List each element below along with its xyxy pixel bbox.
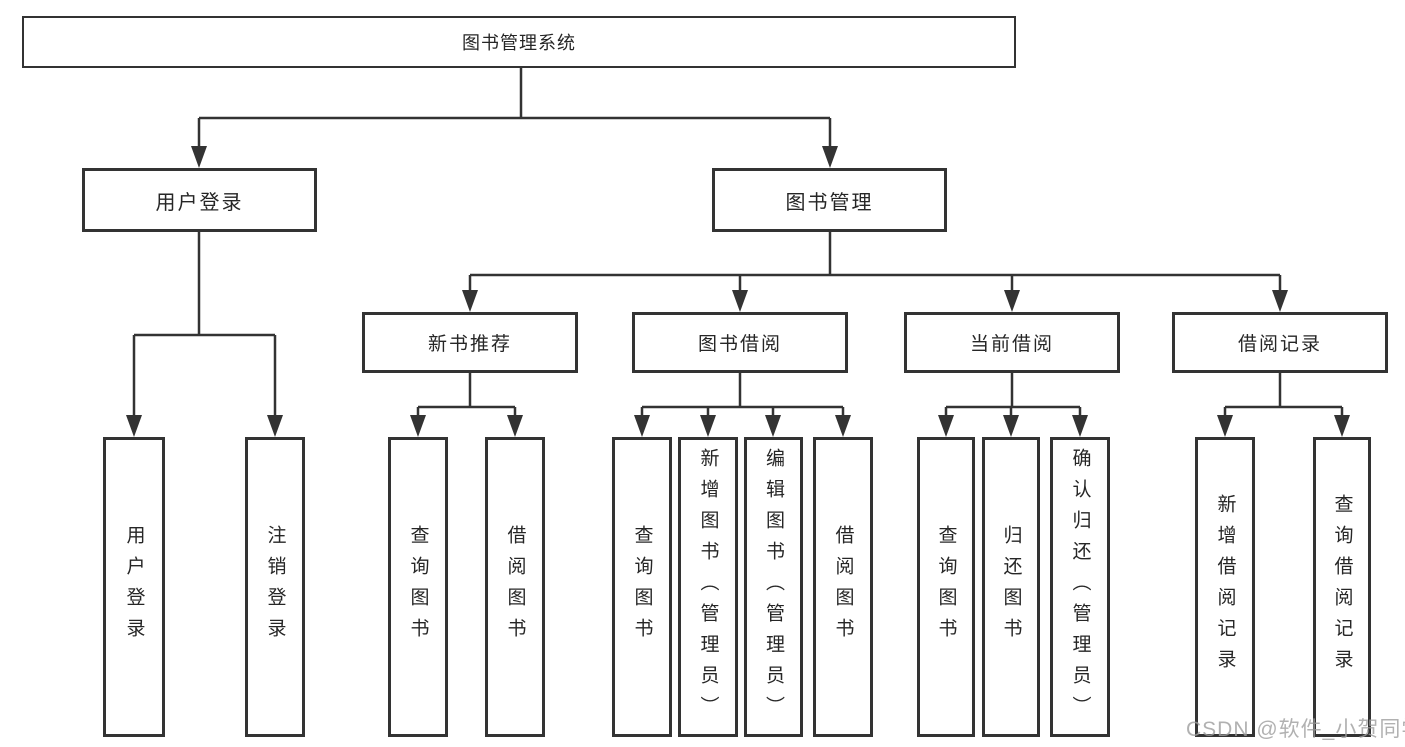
node-label: 图书管理 — [785, 191, 874, 214]
leaf-label: 查询图书 — [407, 525, 429, 649]
leaf-records-add-record: 新增借阅记录 — [1195, 437, 1255, 737]
leaf-current-query-book: 查询图书 — [917, 437, 975, 737]
node-label: 用户登录 — [155, 191, 244, 214]
leaf-label: 归还图书 — [1000, 525, 1022, 649]
leaf-label: 用户登录 — [123, 525, 145, 649]
node-library-management-system: 图书管理系统 — [22, 16, 1016, 68]
leaf-current-return-book: 归还图书 — [982, 437, 1040, 737]
node-book-management: 图书管理 — [712, 168, 947, 232]
leaf-label: 借阅图书 — [832, 525, 854, 649]
leaf-label: 新增借阅记录 — [1214, 494, 1236, 680]
leaf-label: 注销登录 — [264, 525, 286, 649]
leaf-recommend-query-book: 查询图书 — [388, 437, 448, 737]
node-new-book-recommend: 新书推荐 — [362, 312, 578, 373]
leaf-label: 确认归还（管理员） — [1069, 447, 1091, 727]
node-current-borrow: 当前借阅 — [904, 312, 1120, 373]
leaf-current-confirm-return-admin: 确认归还（管理员） — [1050, 437, 1110, 737]
node-label: 图书借阅 — [697, 334, 782, 355]
node-label: 图书管理系统 — [462, 33, 576, 53]
leaf-label: 查询图书 — [935, 525, 957, 649]
leaf-borrow-borrow-book: 借阅图书 — [813, 437, 873, 737]
watermark: CSDN @软件_小贺同学 — [1186, 718, 1405, 741]
leaf-label: 查询图书 — [631, 525, 653, 649]
node-borrow-records: 借阅记录 — [1172, 312, 1388, 373]
leaf-logout: 注销登录 — [245, 437, 305, 737]
node-label: 新书推荐 — [427, 334, 512, 355]
leaf-user-login: 用户登录 — [103, 437, 165, 737]
leaf-records-query-record: 查询借阅记录 — [1313, 437, 1371, 737]
leaf-label: 新增图书（管理员） — [697, 447, 719, 727]
node-user-login: 用户登录 — [82, 168, 317, 232]
leaf-borrow-add-book-admin: 新增图书（管理员） — [678, 437, 738, 737]
leaf-label: 编辑图书（管理员） — [763, 447, 784, 727]
leaf-borrow-query-book: 查询图书 — [612, 437, 672, 737]
leaf-borrow-edit-book-admin: 编辑图书（管理员） — [744, 437, 803, 737]
leaf-recommend-borrow-book: 借阅图书 — [485, 437, 545, 737]
node-book-borrow: 图书借阅 — [632, 312, 848, 373]
node-label: 借阅记录 — [1237, 334, 1322, 355]
leaf-label: 查询借阅记录 — [1331, 494, 1353, 680]
leaf-label: 借阅图书 — [504, 525, 526, 649]
node-label: 当前借阅 — [969, 334, 1054, 355]
